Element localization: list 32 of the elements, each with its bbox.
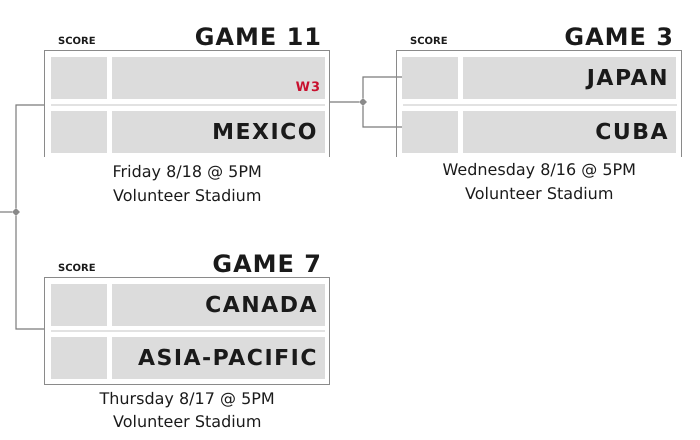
score-header: SCORE [58, 263, 96, 274]
junction-icon [12, 208, 20, 216]
bracket-line [362, 106, 402, 128]
score-field [51, 57, 107, 99]
bracket-line [15, 104, 44, 208]
team-name: MEXICO [112, 111, 325, 153]
game-title: GAME 7 [212, 252, 322, 277]
bracket-line [330, 101, 359, 103]
score-field [402, 111, 458, 153]
score-field [51, 337, 107, 379]
score-field [51, 111, 107, 153]
game-title: GAME 11 [194, 25, 322, 50]
venue-text: Volunteer Stadium [113, 412, 262, 432]
schedule-text: Thursday 8/17 @ 5PM [100, 389, 275, 409]
team-name: ASIA-PACIFIC [112, 337, 325, 379]
bracket-line [362, 76, 402, 98]
winner-field: W3 [112, 57, 325, 99]
schedule-text: Friday 8/18 @ 5PM [112, 162, 262, 182]
team-name: JAPAN [463, 57, 676, 99]
junction-icon [359, 98, 367, 106]
schedule-text: Wednesday 8/16 @ 5PM [442, 160, 636, 180]
score-header: SCORE [58, 36, 96, 47]
team-name: CUBA [463, 111, 676, 153]
game-title: GAME 3 [564, 25, 674, 50]
score-header: SCORE [410, 36, 448, 47]
venue-text: Volunteer Stadium [465, 184, 614, 204]
venue-text: Volunteer Stadium [113, 186, 262, 206]
team-name: CANADA [112, 284, 325, 326]
score-field [51, 284, 107, 326]
bracket-line [0, 211, 12, 213]
score-field [402, 57, 458, 99]
bracket-line [15, 216, 44, 330]
